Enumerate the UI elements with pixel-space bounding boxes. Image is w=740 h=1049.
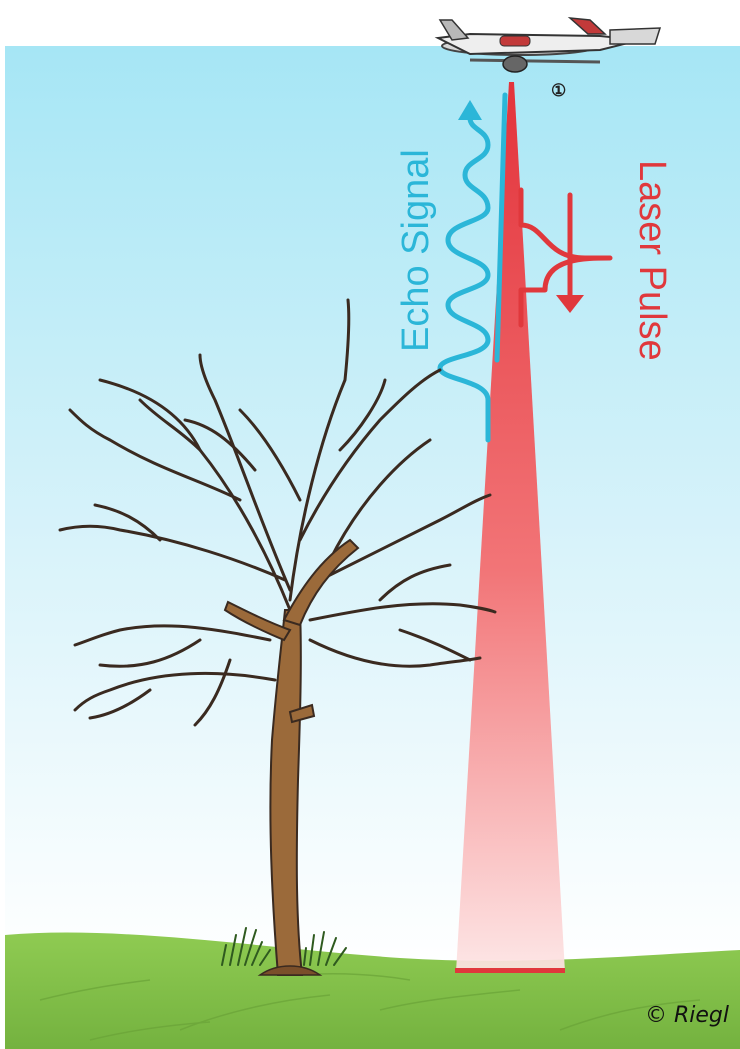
laser-footprint — [455, 968, 565, 973]
sky-background — [5, 46, 740, 966]
credit-label: © Riegl — [645, 1003, 729, 1028]
laser-pulse-label: Laser Pulse — [631, 160, 673, 361]
position-marker: ① — [551, 81, 566, 100]
echo-signal-label: Echo Signal — [395, 149, 437, 352]
